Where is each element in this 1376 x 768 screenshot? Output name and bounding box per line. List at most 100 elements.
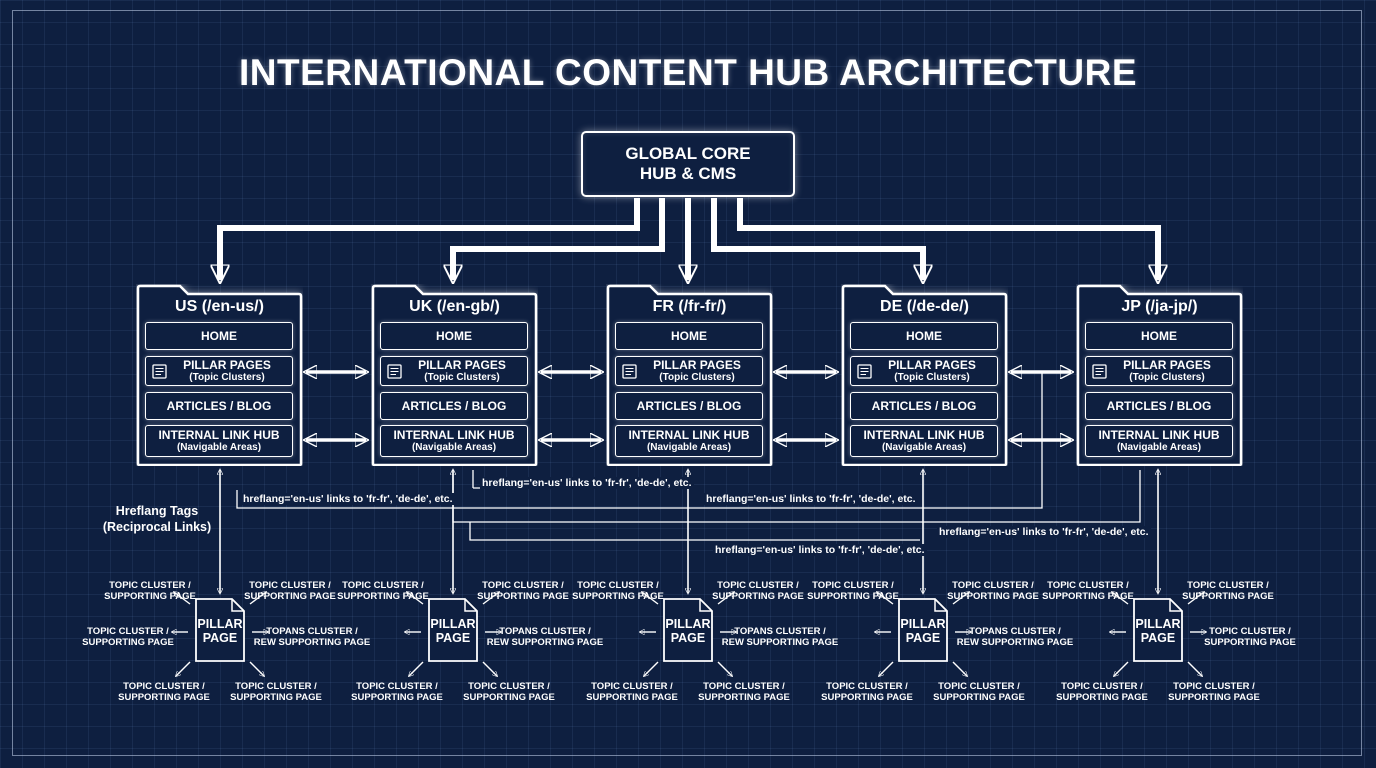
hreflang-label: hreflang='en-us' links to 'fr-fr', 'de-d… — [713, 544, 927, 556]
pillar-label-1: PILLAR — [665, 617, 711, 631]
cluster-label-line-2: SUPPORTING PAGE — [82, 637, 174, 648]
cluster-label-line-1: TOPIC CLUSTER / — [703, 681, 785, 692]
cluster-label[interactable]: TOPIC CLUSTER /SUPPORTING PAGE — [230, 681, 322, 703]
cluster-label[interactable]: TOPIC CLUSTER /SUPPORTING PAGE — [1168, 681, 1260, 703]
hreflang-label: hreflang='en-us' links to 'fr-fr', 'de-d… — [937, 526, 1151, 538]
cluster-label[interactable]: TOPIC CLUSTER /SUPPORTING PAGE — [1042, 580, 1134, 602]
cluster-label[interactable]: TOPIC CLUSTER /SUPPORTING PAGE — [586, 681, 678, 703]
cluster-label-line-2: REW SUPPORTING PAGE — [486, 637, 604, 648]
cluster-label[interactable]: TOPIC CLUSTER /SUPPORTING PAGE — [947, 580, 1039, 602]
internal-link-hub[interactable]: INTERNAL LINK HUB(Navigable Areas) — [145, 425, 293, 457]
internal-link-hub[interactable]: INTERNAL LINK HUB(Navigable Areas) — [380, 425, 528, 457]
cluster-label[interactable]: TOPANS CLUSTER /REW SUPPORTING PAGE — [487, 626, 603, 648]
home-link[interactable]: HOME — [615, 322, 763, 350]
cluster-label-line-2: SUPPORTING PAGE — [712, 591, 804, 602]
pillar-pages-label: PILLAR PAGES — [183, 358, 271, 372]
cluster-label[interactable]: TOPIC CLUSTER /SUPPORTING PAGE — [807, 580, 899, 602]
cluster-label[interactable]: TOPANS CLUSTER /REW SUPPORTING PAGE — [957, 626, 1073, 648]
articles-blog-link[interactable]: ARTICLES / BLOG — [850, 392, 998, 420]
link-hub-label: INTERNAL LINK HUB — [158, 428, 280, 442]
cluster-label[interactable]: TOPIC CLUSTER /SUPPORTING PAGE — [463, 681, 555, 703]
global-core-hub[interactable]: GLOBAL CORE HUB & CMS — [581, 131, 795, 197]
document-icon — [663, 598, 713, 662]
pillar-pages-link[interactable]: PILLAR PAGES(Topic Clusters) — [380, 356, 528, 386]
cluster-label[interactable]: TOPIC CLUSTER /SUPPORTING PAGE — [118, 681, 210, 703]
cluster-label-line-1: TOPIC CLUSTER / — [1061, 681, 1143, 692]
core-arrow-us — [220, 198, 640, 280]
region-jp[interactable]: JP (/ja-jp/) HOME PILLAR PAGES(Topic Clust… — [1076, 284, 1243, 466]
cluster-label[interactable]: TOPIC CLUSTER /SUPPORTING PAGE — [821, 681, 913, 703]
home-label: HOME — [906, 328, 942, 343]
cluster-label[interactable]: TOPIC CLUSTER /SUPPORTING PAGE — [104, 580, 196, 602]
cluster-label-line-1: TOPIC CLUSTER / — [1209, 626, 1291, 637]
articles-label: ARTICLES / BLOG — [166, 398, 272, 413]
cluster-label-line-2: SUPPORTING PAGE — [947, 591, 1039, 602]
cluster-label-line-2: SUPPORTING PAGE — [586, 692, 678, 703]
pillar-pages-link[interactable]: PILLAR PAGES(Topic Clusters) — [1085, 356, 1233, 386]
home-label: HOME — [671, 328, 707, 343]
cluster-label[interactable]: TOPIC CLUSTER /SUPPORTING PAGE — [244, 580, 336, 602]
internal-link-hub[interactable]: INTERNAL LINK HUB(Navigable Areas) — [850, 425, 998, 457]
cluster-label-line-2: SUPPORTING PAGE — [244, 591, 336, 602]
cluster-label-line-1: TOPIC CLUSTER / — [577, 580, 659, 591]
cluster-label[interactable]: TOPIC CLUSTER /SUPPORTING PAGE — [712, 580, 804, 602]
cluster-label[interactable]: TOPIC CLUSTER /SUPPORTING PAGE — [572, 580, 664, 602]
cluster-label[interactable]: TOPANS CLUSTER /REW SUPPORTING PAGE — [722, 626, 838, 648]
articles-label: ARTICLES / BLOG — [401, 398, 507, 413]
cluster-label[interactable]: TOPIC CLUSTER /SUPPORTING PAGE — [351, 681, 443, 703]
articles-blog-link[interactable]: ARTICLES / BLOG — [145, 392, 293, 420]
cluster-label[interactable]: TOPANS CLUSTER /REW SUPPORTING PAGE — [254, 626, 370, 648]
articles-blog-link[interactable]: ARTICLES / BLOG — [1085, 392, 1233, 420]
cluster-label[interactable]: TOPIC CLUSTER /SUPPORTING PAGE — [1204, 626, 1296, 648]
cluster-label-line-1: TOPIC CLUSTER / — [1187, 580, 1269, 591]
cluster-label[interactable]: TOPIC CLUSTER /SUPPORTING PAGE — [933, 681, 1025, 703]
cluster-label-line-1: TOPANS CLUSTER / — [734, 626, 826, 637]
articles-blog-link[interactable]: ARTICLES / BLOG — [380, 392, 528, 420]
articles-blog-link[interactable]: ARTICLES / BLOG — [615, 392, 763, 420]
cluster-label[interactable]: TOPIC CLUSTER /SUPPORTING PAGE — [1182, 580, 1274, 602]
document-icon — [898, 598, 948, 662]
home-link[interactable]: HOME — [145, 322, 293, 350]
internal-link-hub[interactable]: INTERNAL LINK HUB(Navigable Areas) — [615, 425, 763, 457]
cluster-label[interactable]: TOPIC CLUSTER /SUPPORTING PAGE — [477, 580, 569, 602]
region-label: JP (/ja-jp/) — [1121, 298, 1198, 315]
home-link[interactable]: HOME — [1085, 322, 1233, 350]
home-link[interactable]: HOME — [850, 322, 998, 350]
cluster-label-line-1: TOPIC CLUSTER / — [249, 580, 331, 591]
home-link[interactable]: HOME — [380, 322, 528, 350]
cluster-arrow — [174, 592, 191, 605]
pillar-pages-label: PILLAR PAGES — [1123, 358, 1211, 372]
cluster-arrow — [1187, 592, 1204, 605]
cluster-label[interactable]: TOPIC CLUSTER /SUPPORTING PAGE — [337, 580, 429, 602]
cluster-label-line-2: SUPPORTING PAGE — [230, 692, 322, 703]
cluster-label-line-1: TOPIC CLUSTER / — [235, 681, 317, 692]
cluster-label[interactable]: TOPIC CLUSTER /SUPPORTING PAGE — [82, 626, 174, 648]
link-hub-label: INTERNAL LINK HUB — [393, 428, 515, 442]
pillar-vertical-arrows — [220, 470, 1158, 593]
cluster-label-line-2: SUPPORTING PAGE — [104, 591, 196, 602]
pillar-pages-sublabel: (Topic Clusters) — [424, 372, 500, 383]
cluster-arrow — [1114, 661, 1129, 676]
document-icon — [195, 598, 245, 662]
cluster-label[interactable]: TOPIC CLUSTER /SUPPORTING PAGE — [1056, 681, 1148, 703]
cluster-label-line-2: SUPPORTING PAGE — [698, 692, 790, 703]
pillar-pages-link[interactable]: PILLAR PAGES(Topic Clusters) — [615, 356, 763, 386]
document-icon — [622, 364, 637, 379]
internal-link-hub[interactable]: INTERNAL LINK HUB(Navigable Areas) — [1085, 425, 1233, 457]
pillar-label-2: PAGE — [905, 631, 941, 645]
pillar-pages-link[interactable]: PILLAR PAGES(Topic Clusters) — [850, 356, 998, 386]
hreflang-title-line-2: (Reciprocal Links) — [102, 520, 212, 534]
pillar-pages-link[interactable]: PILLAR PAGES(Topic Clusters) — [145, 356, 293, 386]
cluster-label[interactable]: TOPIC CLUSTER /SUPPORTING PAGE — [698, 681, 790, 703]
cluster-label-line-1: TOPIC CLUSTER / — [87, 626, 169, 637]
